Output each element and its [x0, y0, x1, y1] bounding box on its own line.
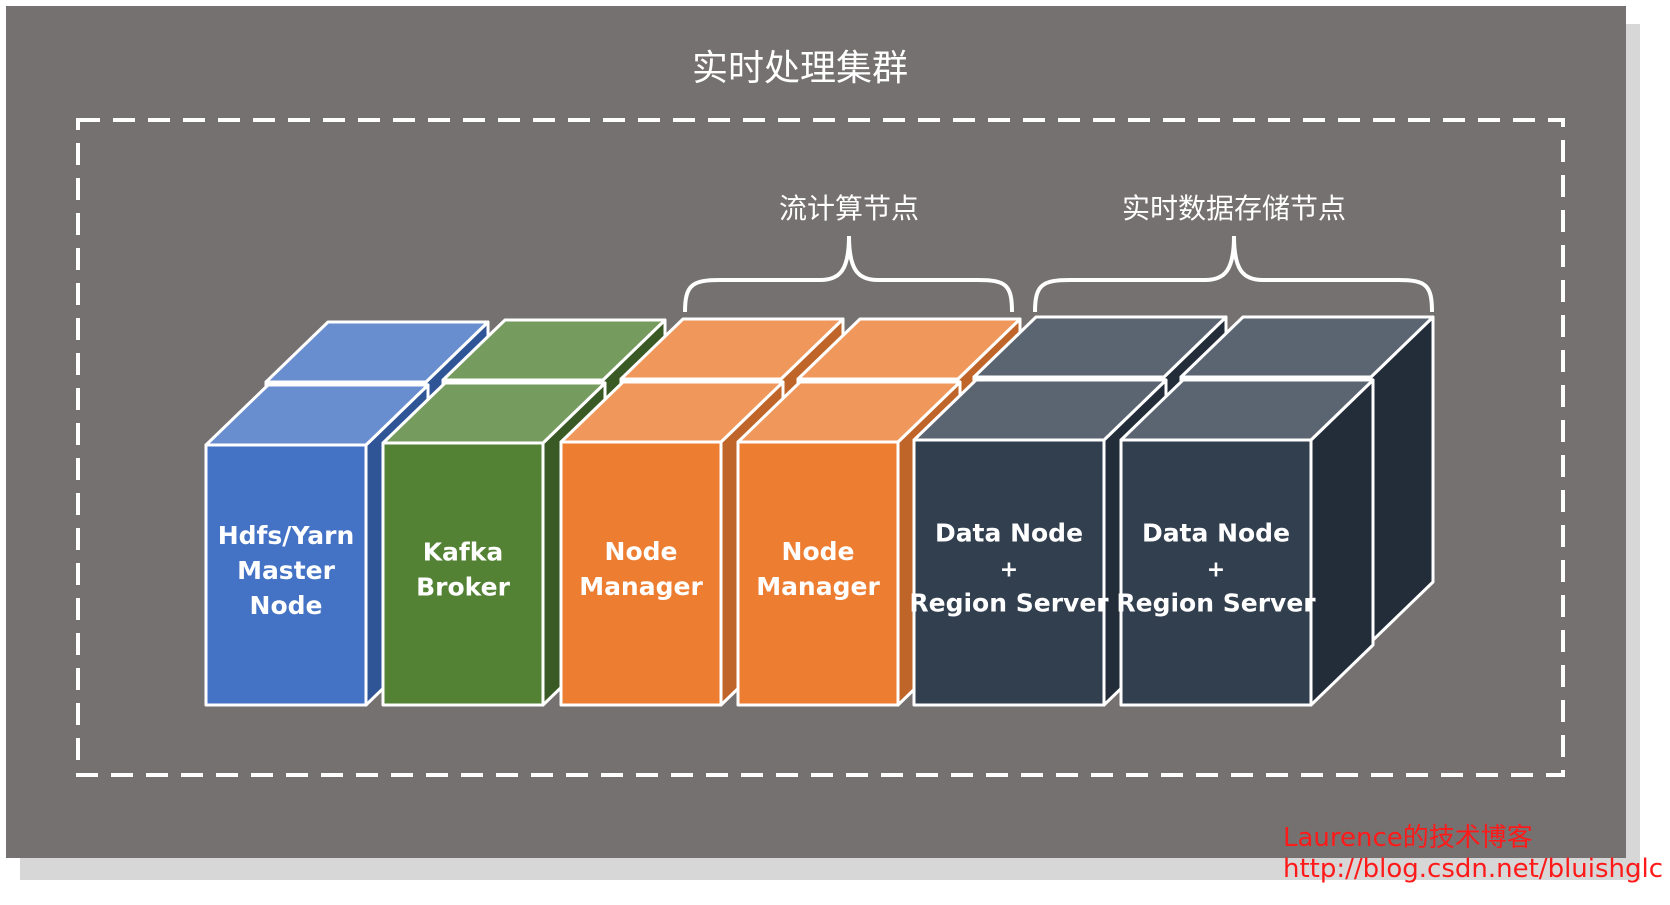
server-box-6-label-line-3: Region Server — [1116, 589, 1316, 618]
server-boxes: Hdfs/YarnMasterNodeKafkaBrokerNodeManage… — [204, 315, 1435, 707]
watermark-blog-name: Laurence的技术博客 — [1283, 823, 1533, 853]
server-box-3-front — [559, 440, 723, 707]
server-box-1-label-line-1: Hdfs/Yarn — [218, 521, 355, 550]
server-box-6-label-line-1: Data Node — [1142, 519, 1290, 548]
server-box-6-label-line-2: + — [1207, 558, 1225, 583]
server-box-5-label-line-1: Data Node — [935, 519, 1083, 548]
storage-group-brace — [1033, 235, 1434, 313]
server-box-2-front — [381, 441, 545, 707]
server-box-5-label-line-2: + — [1000, 558, 1018, 583]
server-box-4-front — [736, 440, 900, 707]
server-box-1-label-line-2: Master — [237, 556, 336, 585]
server-box-5-label-line-3: Region Server — [909, 589, 1109, 618]
server-box-3-label-line-1: Node — [605, 537, 678, 566]
server-box-4-label-line-1: Node — [782, 537, 855, 566]
watermark-blog-url: http://blog.csdn.net/bluishglc — [1283, 854, 1663, 884]
server-box-5-front — [912, 438, 1106, 707]
server-box-2-label-line-1: Kafka — [423, 538, 504, 567]
server-box-4-label-line-2: Manager — [756, 572, 880, 601]
storage-group-label: 实时数据存储节点 — [1122, 192, 1346, 225]
server-box-2-label-line-2: Broker — [416, 573, 510, 602]
cluster-boundary — [76, 118, 1565, 777]
server-box-1-front — [204, 443, 368, 707]
server-box-6-front — [1119, 438, 1313, 707]
cluster-title: 实时处理集群 — [692, 48, 908, 89]
stream-group-label: 流计算节点 — [779, 192, 919, 225]
server-box-1-label-line-3: Node — [250, 591, 323, 620]
server-box-3-label-line-2: Manager — [579, 572, 703, 601]
stream-group-brace — [683, 235, 1014, 313]
